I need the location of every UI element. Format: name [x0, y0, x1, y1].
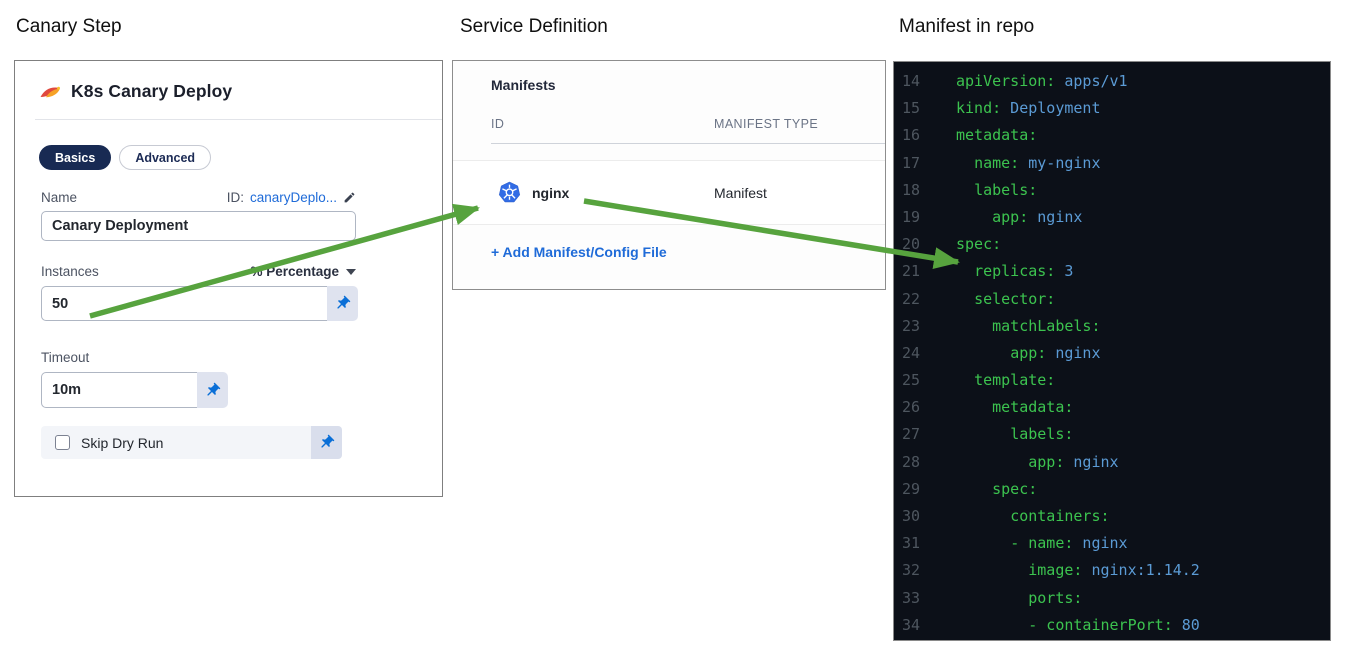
kubernetes-icon [498, 181, 521, 204]
canary-icon [39, 83, 61, 101]
line-number: 15 [901, 99, 920, 118]
instances-unit-value: % Percentage [250, 264, 339, 279]
id-prefix: ID: [226, 190, 244, 205]
name-input[interactable]: Canary Deployment [41, 211, 356, 241]
line-number: 16 [901, 126, 920, 145]
code-line: 27 labels: [894, 421, 1330, 448]
column-id: ID [491, 117, 505, 131]
line-number: 31 [901, 534, 920, 553]
line-number: 18 [901, 180, 920, 199]
line-number: 19 [901, 207, 920, 226]
line-number: 25 [901, 371, 920, 390]
column-manifest-type: MANIFEST TYPE [714, 117, 819, 131]
code-line: 18 labels: [894, 177, 1330, 204]
skip-dry-run-checkbox[interactable] [55, 435, 70, 450]
manifest-table-header: ID MANIFEST TYPE [491, 117, 885, 131]
code-line: 21 replicas: 3 [894, 258, 1330, 285]
instances-label: Instances [41, 264, 99, 279]
canary-step-panel: K8s Canary Deploy Basics Advanced Name I… [14, 60, 443, 497]
line-number: 32 [901, 561, 920, 580]
title-divider [35, 119, 442, 120]
chevron-down-icon [346, 268, 356, 275]
timeout-input-group: 10m [41, 372, 442, 408]
line-number: 28 [901, 452, 920, 471]
code-line: 26 metadata: [894, 394, 1330, 421]
line-number: 21 [901, 262, 920, 281]
timeout-input[interactable]: 10m [41, 372, 197, 408]
line-number: 23 [901, 316, 920, 335]
line-number: 29 [901, 479, 920, 498]
timeout-pin-button[interactable] [197, 372, 228, 408]
code-line: 30 containers: [894, 503, 1330, 530]
tab-basics[interactable]: Basics [39, 145, 112, 170]
manifest-row-nginx[interactable]: nginx Manifest [453, 160, 885, 225]
line-number: 14 [901, 72, 920, 90]
line-number: 33 [901, 588, 920, 607]
line-number: 30 [901, 507, 920, 525]
line-number: 34 [901, 615, 920, 634]
timeout-label: Timeout [41, 350, 90, 365]
step-tabs: Basics Advanced [39, 145, 442, 170]
skip-dry-run-pin-button[interactable] [311, 426, 342, 459]
edit-pencil-icon[interactable] [343, 191, 356, 204]
add-manifest-link[interactable]: + Add Manifest/Config File [491, 244, 667, 260]
code-line: 34 - containerPort: 80 [894, 612, 1330, 639]
line-number: 17 [901, 153, 920, 172]
name-label: Name [41, 190, 78, 205]
step-title-row: K8s Canary Deploy [15, 61, 442, 102]
column-header-service-definition: Service Definition [460, 16, 608, 37]
instances-input[interactable]: 50 [41, 286, 327, 321]
manifest-id-value: nginx [532, 184, 570, 201]
code-line: 33 ports: [894, 585, 1330, 612]
step-title: K8s Canary Deploy [71, 81, 233, 101]
code-line: 25 template: [894, 367, 1330, 394]
instances-pin-button[interactable] [327, 286, 358, 321]
instances-input-group: 50 [41, 286, 442, 321]
line-number: 26 [901, 398, 920, 417]
code-line: 32 image: nginx:1.14.2 [894, 557, 1330, 584]
instances-unit-select[interactable]: % Percentage [250, 264, 356, 279]
code-line: 28 app: nginx [894, 449, 1330, 476]
column-header-canary-step: Canary Step [16, 16, 122, 37]
line-number: 22 [901, 289, 920, 308]
skip-dry-run-row: Skip Dry Run [41, 426, 342, 459]
code-line: 24 app: nginx [894, 340, 1330, 367]
step-id-link[interactable]: canaryDeplo... [249, 190, 337, 205]
code-line: 23 matchLabels: [894, 313, 1330, 340]
code-line: 31 - name: nginx [894, 530, 1330, 557]
column-header-manifest-in-repo: Manifest in repo [899, 16, 1035, 37]
service-definition-panel: Manifests ID MANIFEST TYPE [452, 60, 886, 290]
manifests-section-title: Manifests [491, 77, 556, 93]
line-number: 24 [901, 343, 920, 362]
table-header-divider [491, 143, 885, 144]
code-line: 29 spec: [894, 476, 1330, 503]
code-line: 17 name: my-nginx [894, 150, 1330, 177]
tab-advanced[interactable]: Advanced [119, 145, 212, 170]
code-line: 22 selector: [894, 286, 1330, 313]
code-line: 19 app: nginx [894, 204, 1330, 231]
line-number: 27 [901, 425, 920, 444]
manifest-type-value: Manifest [714, 184, 767, 201]
line-number: 20 [901, 235, 920, 254]
skip-dry-run-label: Skip Dry Run [81, 434, 164, 451]
